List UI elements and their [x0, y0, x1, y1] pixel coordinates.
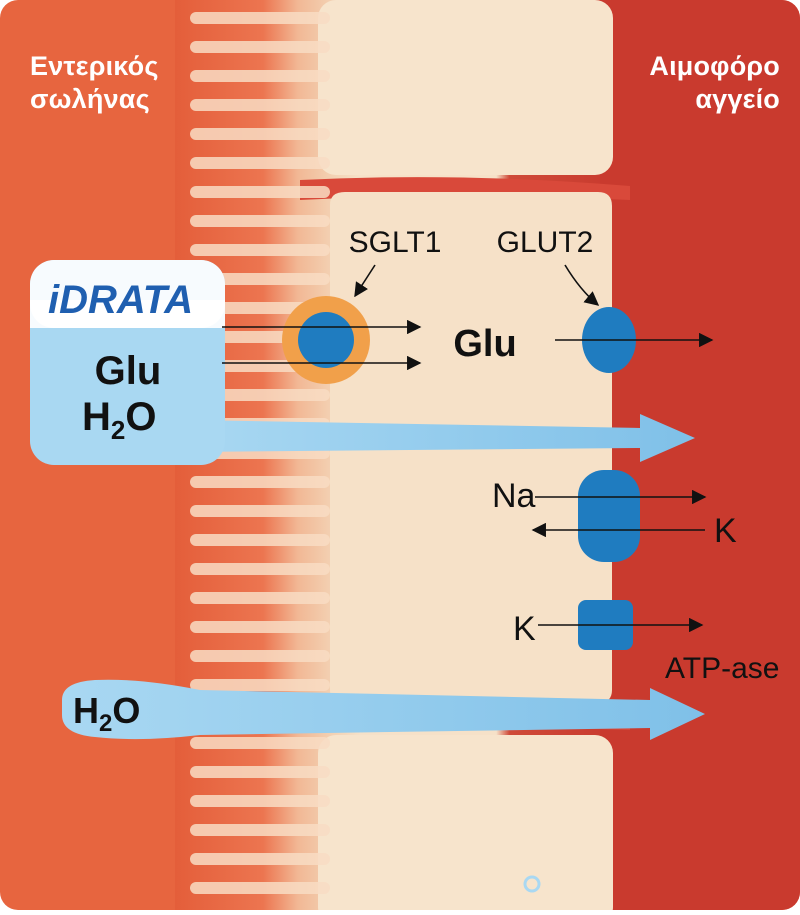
blood-vessel-area — [610, 0, 800, 910]
water-flow-upper — [190, 414, 695, 462]
microvillus — [190, 853, 330, 865]
microvillus — [190, 505, 330, 517]
microvillus — [190, 592, 330, 604]
blood-vessel-label: Αιμοφόρο αγγείο — [649, 51, 780, 114]
na-label: Na — [492, 477, 536, 515]
microvillus — [190, 534, 330, 546]
atpase-label: ATP-ase — [665, 652, 779, 685]
glut2-label: GLUT2 — [497, 226, 594, 259]
microvillus — [190, 563, 330, 575]
microvillus — [190, 157, 330, 169]
water-flow-lower — [62, 679, 705, 740]
k-in-label: K — [714, 512, 737, 550]
glut2-pointer — [564, 264, 600, 306]
microvillus — [190, 737, 330, 749]
microvillus — [190, 476, 330, 488]
microvillus — [190, 273, 330, 285]
product-glu: Glu — [95, 349, 162, 393]
water-label: H2O — [73, 690, 140, 737]
decorative-ring — [523, 875, 541, 893]
cell-glu-label: Glu — [453, 323, 516, 365]
microvillus — [190, 766, 330, 778]
sglt1-transporter — [298, 312, 354, 368]
idrata-logo: iDRATA — [48, 278, 193, 322]
microvillus — [190, 215, 330, 227]
microvillus — [190, 650, 330, 662]
k-out-label: K — [513, 610, 536, 648]
na-k-pump — [578, 470, 640, 562]
upper-cell — [318, 0, 613, 175]
sglt1-pointer — [354, 264, 376, 298]
microvillus — [190, 621, 330, 633]
intestine-label: Εντερικός σωλήνας — [30, 51, 159, 114]
sglt1-label: SGLT1 — [349, 226, 442, 259]
microvillus — [190, 41, 330, 53]
microvillus — [190, 128, 330, 140]
microvillus — [190, 244, 330, 256]
idrata-product-box: iDRATA Glu H2O — [30, 260, 225, 465]
microvillus — [190, 795, 330, 807]
microvillus — [190, 12, 330, 24]
product-h2o: H2O — [82, 395, 156, 445]
microvillus — [190, 70, 330, 82]
microvilli — [190, 12, 330, 894]
microvillus — [190, 824, 330, 836]
lower-cell — [318, 735, 613, 915]
microvillus — [190, 99, 330, 111]
microvillus — [190, 882, 330, 894]
microvillus — [190, 679, 330, 691]
microvillus — [190, 186, 330, 198]
